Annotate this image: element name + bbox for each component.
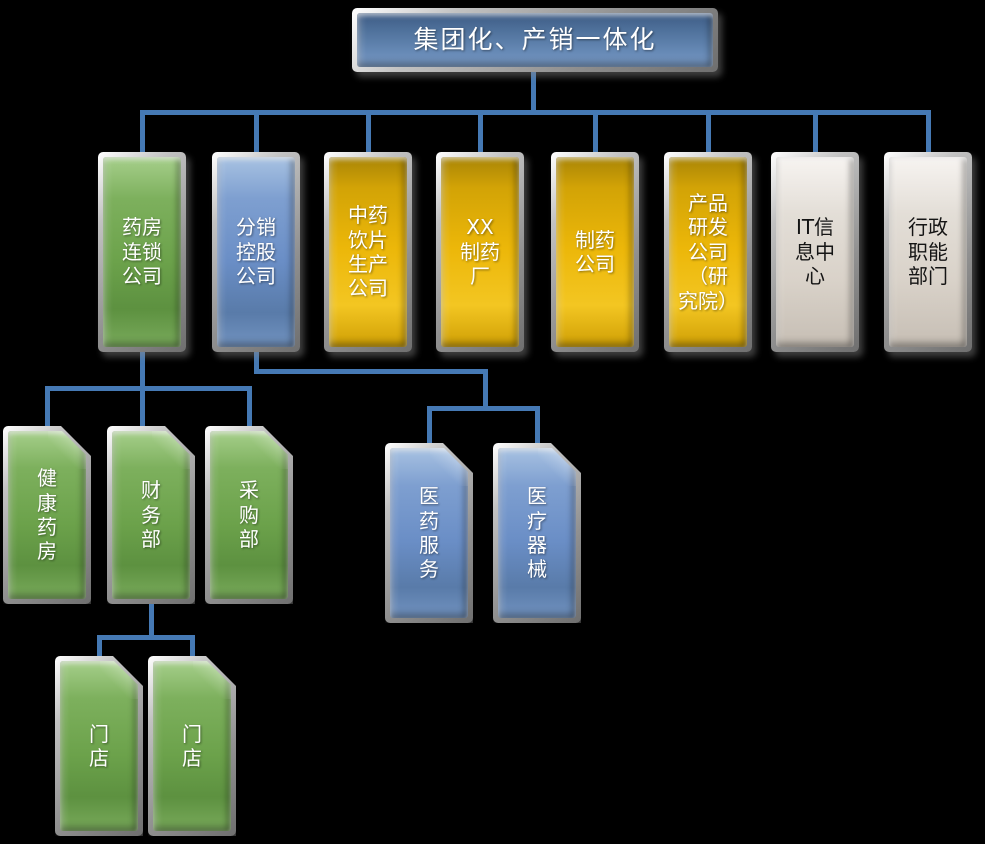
- connector-distribution-stem2: [483, 369, 488, 411]
- connector-distribution-rail: [427, 406, 540, 411]
- connector-drop-6: [706, 112, 711, 157]
- connector-drop-devices: [535, 408, 540, 448]
- node-label: 分销 控股 公司: [217, 157, 295, 347]
- node-distribution-holding-company: 分销 控股 公司: [212, 152, 300, 352]
- connector-drop-services: [427, 408, 432, 448]
- connector-drop-8: [926, 112, 931, 157]
- node-store-2: 门 店: [148, 656, 236, 836]
- node-medical-devices: 医 疗 器 械: [493, 443, 581, 623]
- node-label: 财 务 部: [112, 431, 190, 599]
- connector-drop-store1: [97, 637, 102, 661]
- node-label: 门 店: [60, 661, 138, 831]
- node-store-1: 门 店: [55, 656, 143, 836]
- node-label: 采 购 部: [210, 431, 288, 599]
- connector-drop-store2: [190, 637, 195, 661]
- connector-drop-5: [593, 112, 598, 157]
- connector-distribution-elbow: [254, 369, 488, 374]
- node-label: 制药 公司: [556, 157, 634, 347]
- node-finance-dept: 财 务 部: [107, 426, 195, 604]
- connector-root-stem: [531, 70, 536, 113]
- connector-finance-rail: [97, 635, 195, 640]
- root-banner-label: 集团化、产销一体化: [357, 13, 713, 67]
- node-label: IT信 息中 心: [776, 157, 854, 347]
- connector-level2-rail: [140, 110, 931, 115]
- connector-distribution-stem: [254, 350, 259, 374]
- connector-drop-procure: [247, 388, 252, 432]
- node-procurement-dept: 采 购 部: [205, 426, 293, 604]
- node-it-information-center: IT信 息中 心: [771, 152, 859, 352]
- connector-drop-2: [254, 112, 259, 157]
- connector-drop-4: [478, 112, 483, 157]
- connector-drop-1: [140, 112, 145, 157]
- node-health-pharmacy: 健 康 药 房: [3, 426, 91, 604]
- node-label: 产品 研发 公司 （研 究院）: [669, 157, 747, 347]
- node-label: 门 店: [153, 661, 231, 831]
- node-label: XX 制药 厂: [441, 157, 519, 347]
- node-label: 医 药 服 务: [390, 448, 468, 618]
- node-label: 行政 职能 部门: [889, 157, 967, 347]
- node-admin-function-dept: 行政 职能 部门: [884, 152, 972, 352]
- node-label: 药房 连锁 公司: [103, 157, 181, 347]
- node-label: 医 疗 器 械: [498, 448, 576, 618]
- node-tcm-decoction-pieces-company: 中药 饮片 生产 公司: [324, 152, 412, 352]
- connector-finance-stem: [149, 600, 154, 640]
- node-pharmacy-chain-company: 药房 连锁 公司: [98, 152, 186, 352]
- node-xx-pharmaceutical-factory: XX 制药 厂: [436, 152, 524, 352]
- node-pharmaceutical-company: 制药 公司: [551, 152, 639, 352]
- node-product-rnd-company: 产品 研发 公司 （研 究院）: [664, 152, 752, 352]
- node-medical-services: 医 药 服 务: [385, 443, 473, 623]
- node-label: 中药 饮片 生产 公司: [329, 157, 407, 347]
- connector-drop-7: [813, 112, 818, 157]
- connector-drop-health: [45, 388, 50, 432]
- node-root-strategy-banner: 集团化、产销一体化: [352, 8, 718, 72]
- node-label: 健 康 药 房: [8, 431, 86, 599]
- connector-pharmacy-rail: [45, 386, 252, 391]
- connector-pharmacy-stem: [140, 350, 145, 432]
- connector-drop-3: [366, 112, 371, 157]
